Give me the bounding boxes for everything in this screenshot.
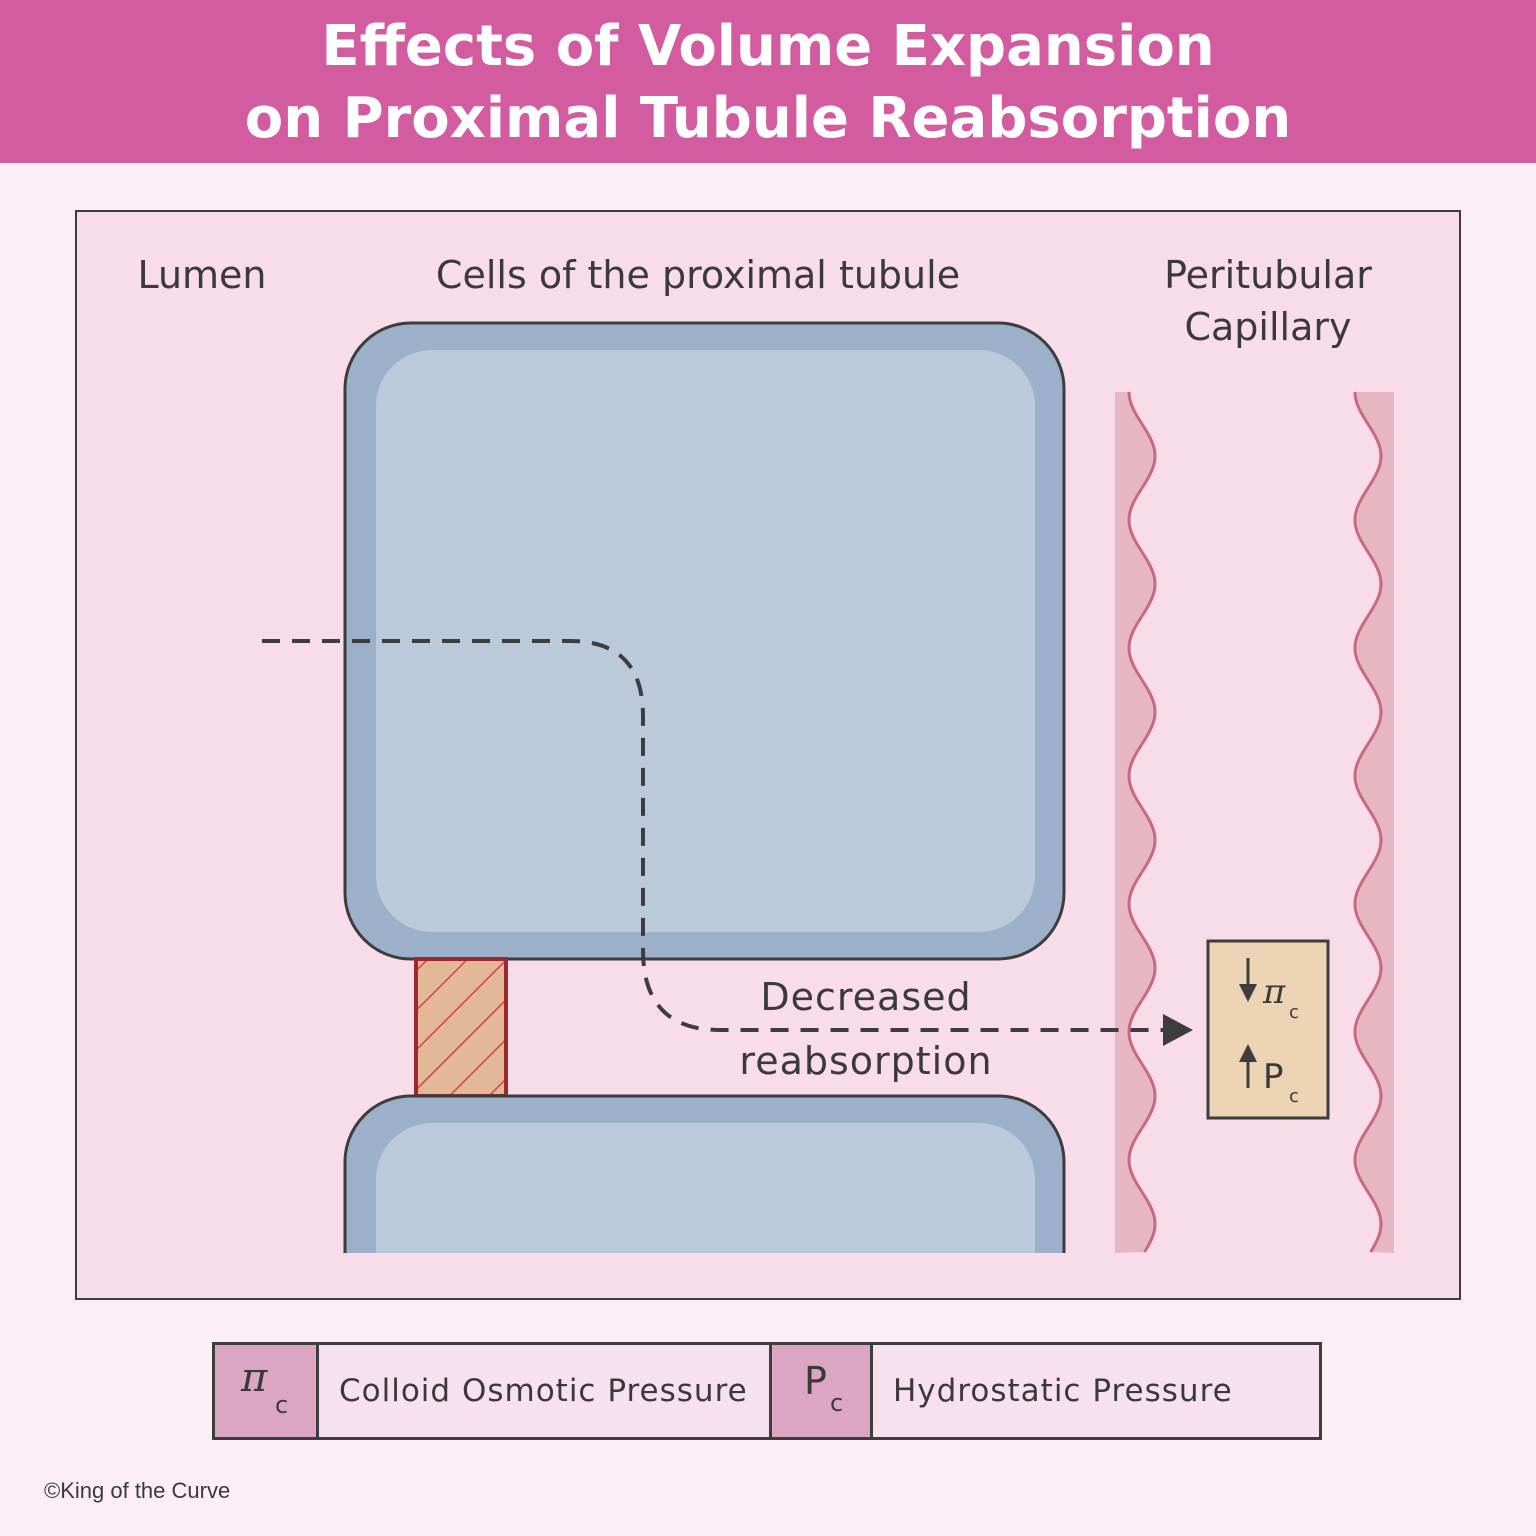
legend-symbol-p: P c	[769, 1345, 873, 1437]
capillary-label-line-2: Capillary	[1184, 305, 1351, 349]
pi-c-subscript: c	[1289, 1002, 1299, 1023]
pressure-change-box: π c P c	[1206, 939, 1330, 1120]
tight-junction	[414, 957, 508, 1098]
reabsorption-path-arrow	[262, 639, 1163, 1032]
title-line-1: Effects of Volume Expansion	[321, 14, 1215, 79]
legend-p-symbol: P	[804, 1359, 827, 1403]
copyright-notice: ©King of the Curve	[44, 1478, 231, 1503]
arrow-label-line-2: reabsorption	[739, 1039, 992, 1083]
legend-pi-subscript: c	[275, 1391, 289, 1419]
pi-c-symbol: π	[1262, 972, 1286, 1012]
legend-p-subscript: c	[830, 1389, 844, 1417]
lumen-label: Lumen	[137, 253, 266, 297]
title-line-2: on Proximal Tubule Reabsorption	[244, 86, 1292, 151]
legend-label-hydrostatic: Hydrostatic Pressure	[893, 1373, 1233, 1409]
down-arrow-icon	[1239, 958, 1257, 1002]
arrow-head-icon	[1163, 1014, 1193, 1046]
capillary-label-line-1: Peritubular	[1164, 253, 1372, 297]
p-c-subscript: c	[1289, 1086, 1299, 1107]
p-c-symbol: P	[1263, 1057, 1284, 1097]
title-banner: Effects of Volume Expansion on Proximal …	[0, 0, 1536, 163]
legend-pi-symbol: π	[241, 1355, 268, 1401]
lower-tubule-cell	[343, 1094, 1066, 1253]
up-arrow-icon	[1239, 1044, 1257, 1088]
legend-label-colloid: Colloid Osmotic Pressure	[339, 1373, 748, 1409]
legend: π c Colloid Osmotic Pressure P c Hydrost…	[212, 1342, 1322, 1440]
capillary-left-wall	[1115, 391, 1157, 1253]
upper-tubule-cell	[343, 321, 1066, 961]
legend-symbol-pi: π c	[215, 1345, 319, 1437]
arrow-label-line-1: Decreased	[760, 975, 971, 1019]
capillary-right-wall	[1353, 391, 1394, 1253]
cells-label: Cells of the proximal tubule	[436, 253, 960, 297]
